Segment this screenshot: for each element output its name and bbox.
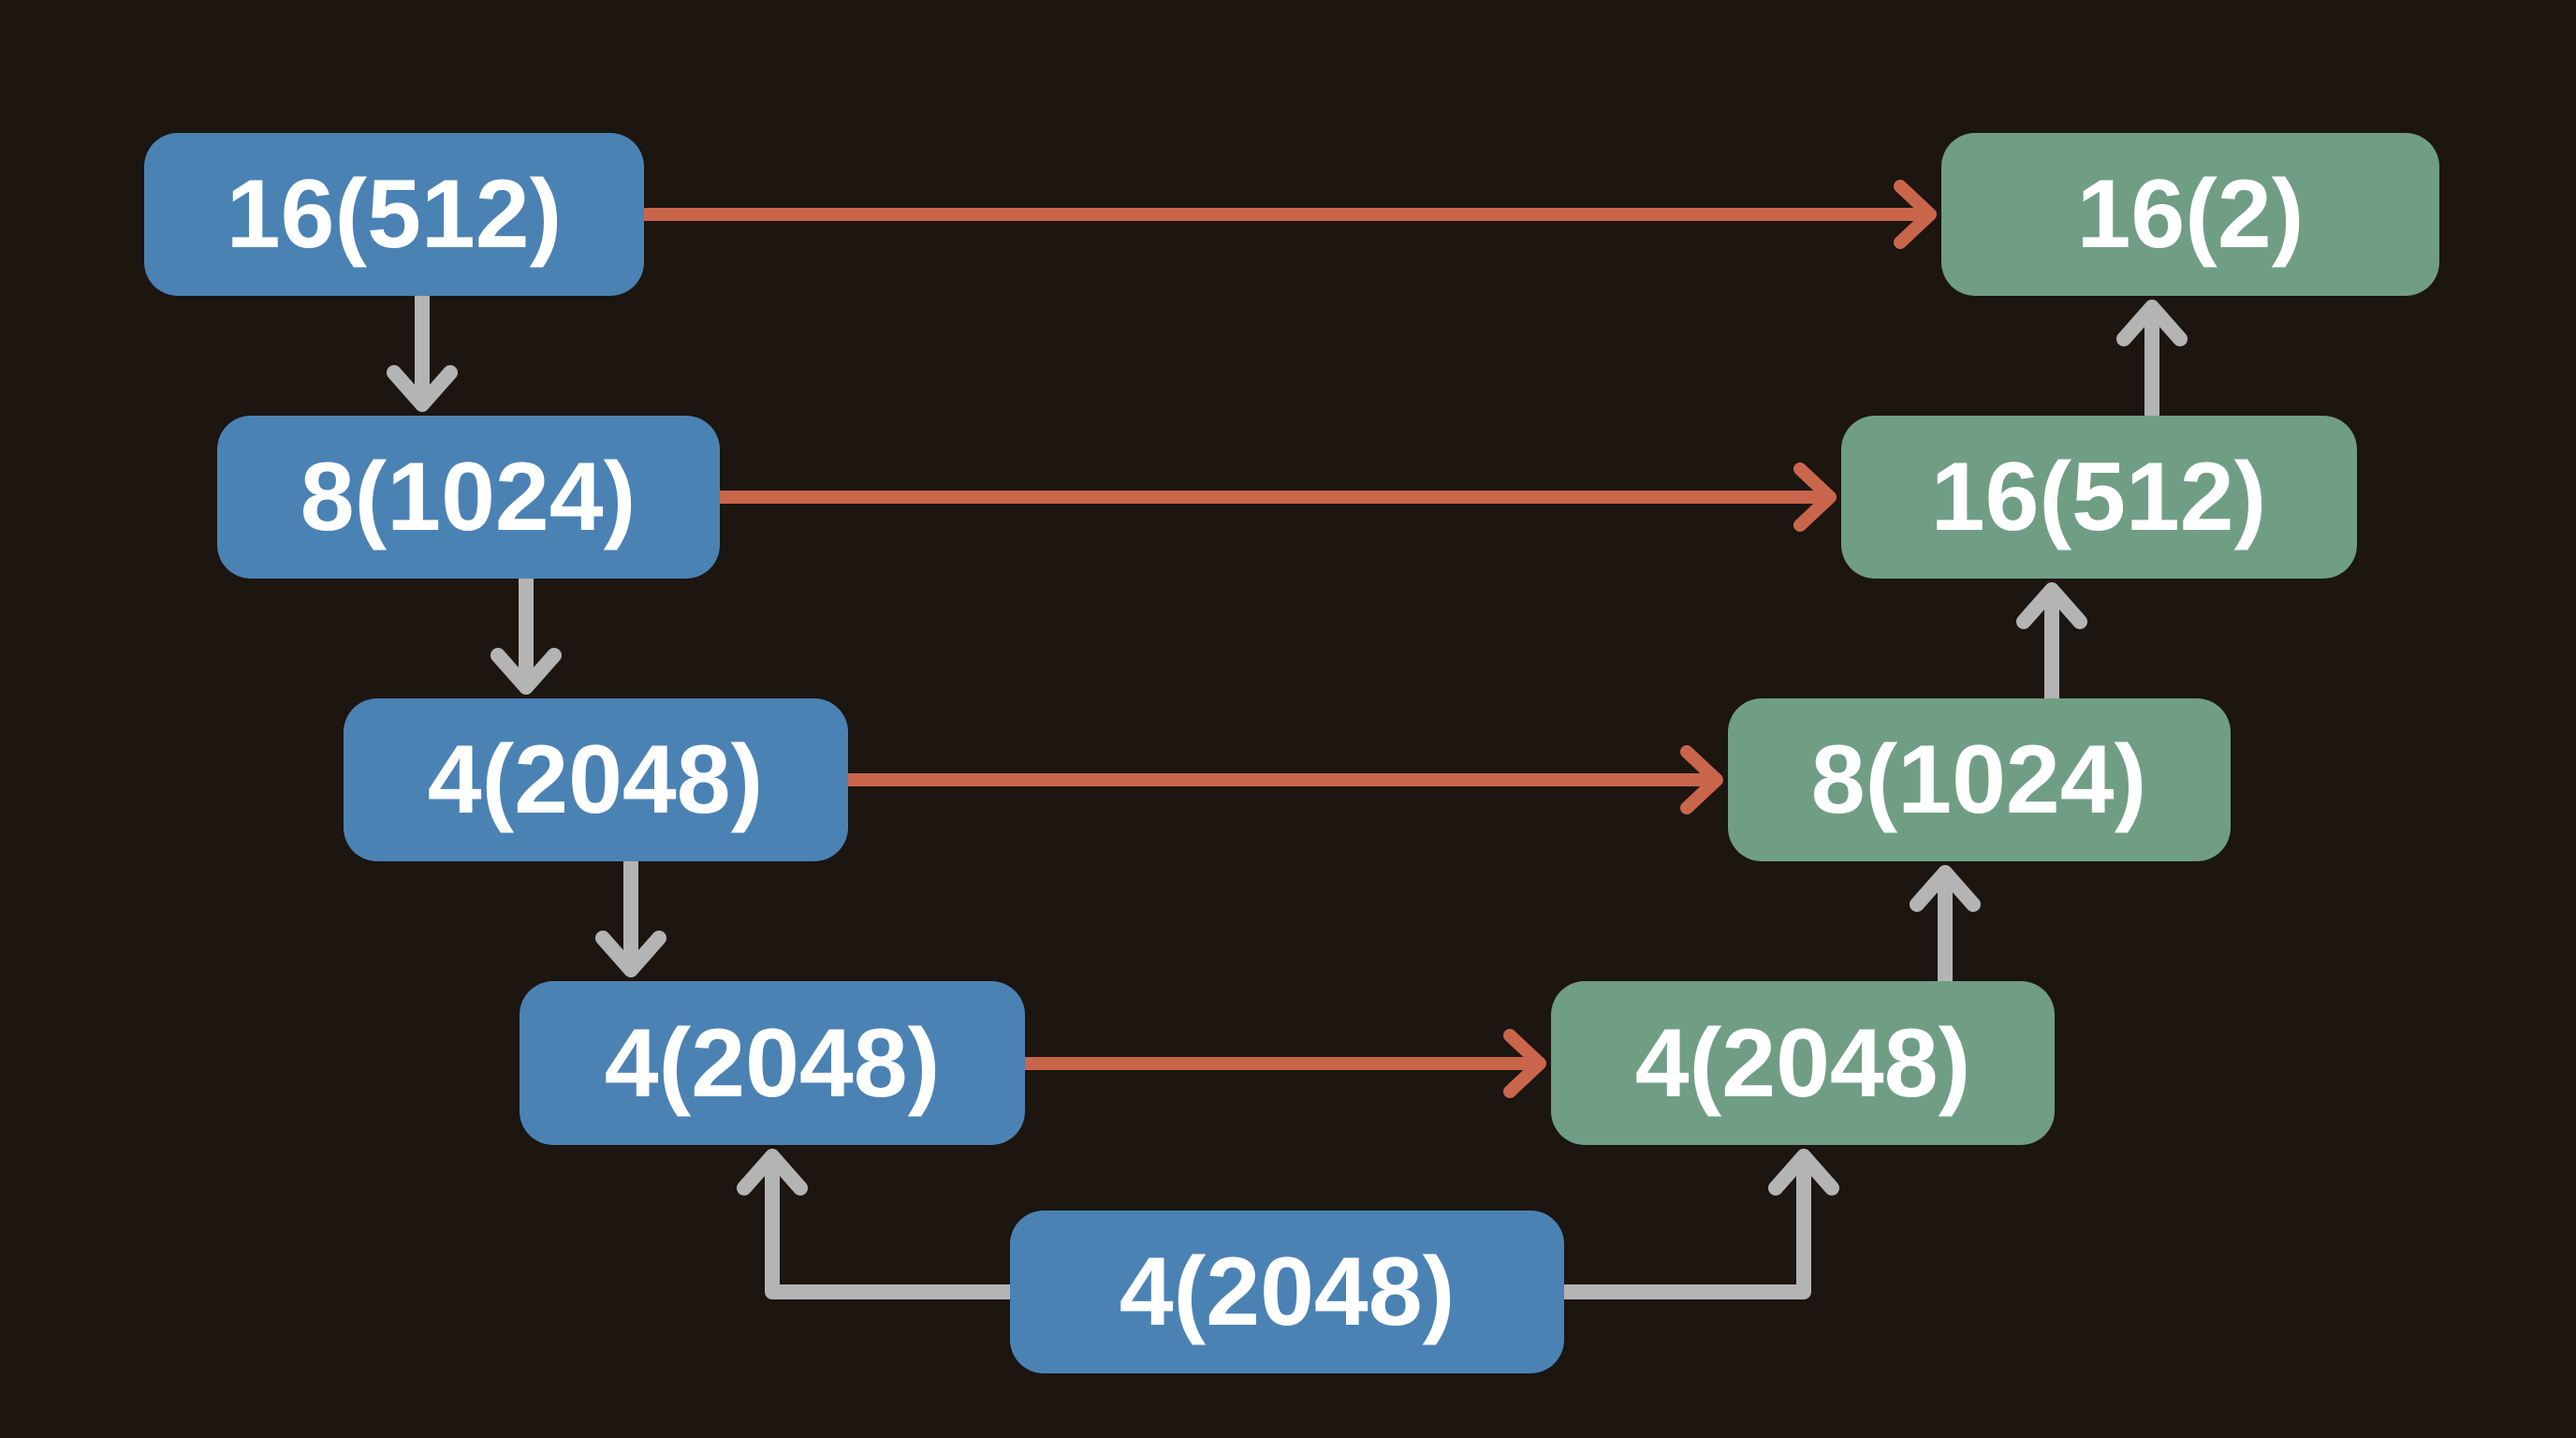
encoder-down-arrows — [387, 288, 666, 977]
encoder-block-1: 16(512) — [144, 133, 644, 296]
bottleneck-label: 4(2048) — [1120, 1238, 1455, 1346]
bottleneck-to-decoder-arrow — [1557, 1149, 1839, 1299]
decoder-block-1: 16(2) — [1941, 133, 2439, 296]
decoder-block-2: 16(512) — [1841, 416, 2357, 579]
skip-connections — [637, 180, 1937, 1098]
skip-arrow-2 — [713, 462, 1837, 532]
encoder-label: 16(512) — [227, 160, 562, 269]
encoder-label: 8(1024) — [300, 443, 636, 551]
decoder-label: 16(2) — [2077, 160, 2305, 269]
down-arrow-3 — [595, 854, 666, 977]
encoder-block-3: 4(2048) — [344, 698, 848, 861]
decoder-up-arrows — [1910, 300, 2188, 989]
bottleneck-block: 4(2048) — [1010, 1211, 1564, 1373]
decoder-label: 16(512) — [1931, 443, 2266, 551]
decoder-block-3: 8(1024) — [1728, 698, 2231, 861]
up-arrow-1 — [2116, 300, 2188, 423]
bottleneck-connectors — [737, 1149, 1839, 1299]
skip-arrow-3 — [842, 745, 1723, 814]
skip-arrow-1 — [637, 180, 1937, 249]
up-arrow-3 — [1910, 865, 1981, 989]
bottleneck-to-encoder-arrow — [737, 1149, 1017, 1299]
encoder-label: 4(2048) — [428, 726, 763, 834]
encoder-block-2: 8(1024) — [217, 416, 720, 579]
encoder-label: 4(2048) — [605, 1009, 940, 1118]
up-arrow-2 — [2016, 582, 2087, 706]
decoder-block-4: 4(2048) — [1551, 981, 2055, 1145]
encoder-block-4: 4(2048) — [520, 981, 1025, 1145]
down-arrow-2 — [490, 571, 562, 695]
down-arrow-1 — [387, 288, 458, 412]
decoder-label: 4(2048) — [1635, 1009, 1970, 1118]
decoder-label: 8(1024) — [1811, 726, 2146, 834]
skip-arrow-4 — [1018, 1029, 1546, 1098]
